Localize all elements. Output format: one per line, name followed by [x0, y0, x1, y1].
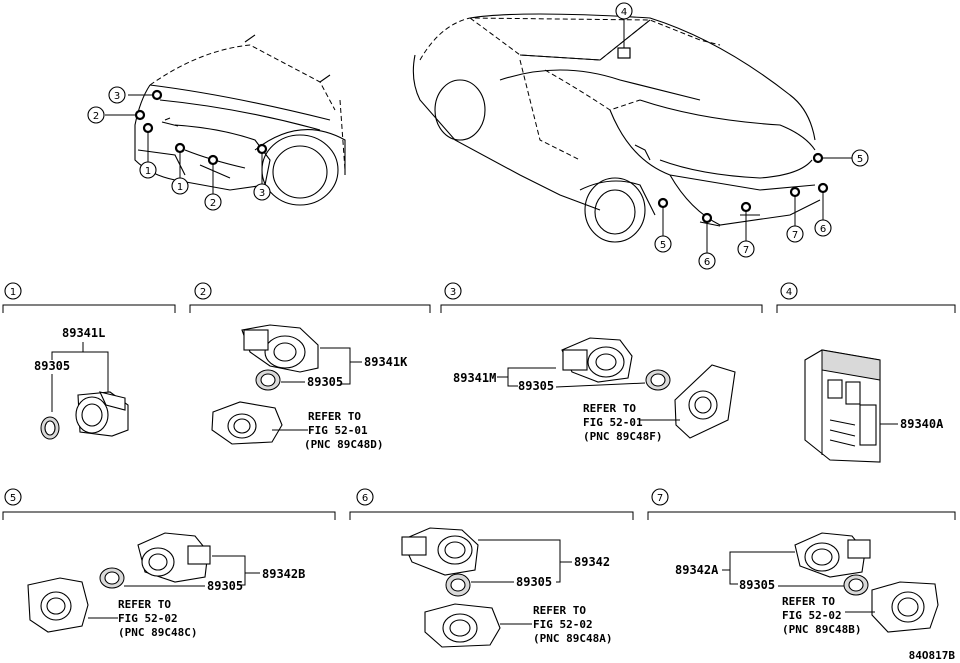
part-89341M-label: 89341M [453, 371, 496, 385]
section-6-badge [356, 488, 374, 506]
section-2-parts: 89341K 89305 REFER TO FIG 52-01 (PNC 89C… [211, 324, 408, 451]
rear-callouts: 4 5 5 6 7 7 6 [615, 2, 869, 270]
sensor-body [794, 532, 871, 578]
callout-5-side-label: 5 [660, 240, 666, 251]
callout-1-left-label: 1 [145, 166, 151, 177]
svg-text:(PNC 89C48F): (PNC 89C48F) [583, 430, 662, 443]
callout-5-right [851, 149, 869, 167]
callout-6-right [814, 219, 832, 237]
part-89305-label-5: 89305 [207, 579, 243, 593]
callout-2-center [204, 193, 222, 211]
sensor-body [137, 532, 211, 583]
callout-7-right [786, 225, 804, 243]
callout-7-center [737, 240, 755, 258]
section-6-parts: 89342 89305 REFER TO FIG 52-02 (PNC 89C4… [401, 527, 612, 648]
callout-1-center-label: 1 [177, 182, 183, 193]
section-5-badge [4, 488, 22, 506]
section-1-parts: 89341L 89305 [34, 326, 129, 440]
svg-text:(PNC 89C48C): (PNC 89C48C) [118, 626, 197, 639]
svg-text:7: 7 [657, 493, 663, 504]
part-89341K-label: 89341K [364, 355, 408, 369]
svg-text:2: 2 [200, 287, 206, 298]
part-89342B-label: 89342B [262, 567, 305, 581]
callout-3-top-label: 3 [114, 91, 120, 102]
callout-1-center [171, 177, 189, 195]
svg-text:REFER TO: REFER TO [308, 410, 361, 423]
front-car-illustration [134, 34, 346, 206]
callout-3-side-label: 3 [259, 188, 265, 199]
callout-6 [698, 252, 716, 270]
section-4-parts: 89340A [804, 349, 944, 463]
section-2-badge [194, 282, 212, 300]
sensor-bezel [674, 364, 736, 439]
callout-7-center-label: 7 [743, 245, 749, 256]
svg-text:FIG 52-02: FIG 52-02 [118, 612, 178, 625]
svg-text:(PNC 89C48B): (PNC 89C48B) [782, 623, 861, 636]
svg-text:REFER TO: REFER TO [583, 402, 636, 415]
svg-text:REFER TO: REFER TO [782, 595, 835, 608]
ecu-module [804, 349, 881, 463]
svg-text:(PNC 89C48A): (PNC 89C48A) [533, 632, 612, 645]
callout-2-center-label: 2 [210, 198, 216, 209]
section-5-parts: 89342B 89305 REFER TO FIG 52-02 (PNC 89C… [27, 532, 305, 639]
part-89342A-label: 89342A [675, 563, 719, 577]
part-89305-label-6: 89305 [516, 575, 552, 589]
part-89305-label-2: 89305 [307, 375, 343, 389]
part-89305-label-7: 89305 [739, 578, 775, 592]
section-headers: 1 2 3 4 5 6 7 [2, 282, 956, 520]
svg-text:5: 5 [10, 493, 16, 504]
figure-id: 84O817B [909, 649, 956, 662]
sensor-bezel [211, 401, 283, 445]
svg-text:FIG 52-01: FIG 52-01 [583, 416, 643, 429]
section-7-parts: 89342A 89305 REFER TO FIG 52-02 (PNC 89C… [675, 532, 939, 636]
callout-2-left-label: 2 [93, 111, 99, 122]
svg-text:FIG 52-02: FIG 52-02 [533, 618, 593, 631]
section-3-parts: 89341M 89305 REFER TO FIG 52-01 (PNC 89C… [453, 337, 736, 443]
section-7-badge [651, 488, 669, 506]
section-3-badge [444, 282, 462, 300]
rear-car-illustration [412, 13, 821, 243]
callout-5-side [654, 235, 672, 253]
section-1-badge [4, 282, 22, 300]
callout-2-left [87, 106, 105, 124]
callout-6-label: 6 [704, 257, 710, 268]
svg-text:(PNC 89C48D): (PNC 89C48D) [304, 438, 383, 451]
callout-5-right-label: 5 [857, 154, 863, 165]
svg-text:6: 6 [362, 493, 368, 504]
callout-4-label: 4 [621, 7, 627, 18]
svg-text:FIG 52-02: FIG 52-02 [782, 609, 842, 622]
callout-3-side [253, 183, 271, 201]
svg-text:3: 3 [450, 287, 456, 298]
sensor-body [75, 391, 129, 437]
callout-1-left [139, 161, 157, 179]
sensor-bezel [424, 603, 501, 648]
sensor-bezel [27, 577, 89, 633]
callout-7-right-label: 7 [792, 230, 798, 241]
svg-text:1: 1 [10, 287, 16, 298]
callout-6-right-label: 6 [820, 224, 826, 235]
part-89340A-label: 89340A [900, 417, 944, 431]
sensor-body [561, 337, 633, 383]
front-callouts: 3 2 1 1 2 3 [87, 86, 271, 211]
callout-3-top [108, 86, 126, 104]
part-89305-label-1: 89305 [34, 359, 70, 373]
sensor-body [401, 527, 479, 576]
part-89341L-label: 89341L [62, 326, 105, 340]
svg-text:4: 4 [786, 287, 792, 298]
part-89305-label-3: 89305 [518, 379, 554, 393]
sensor-body [241, 324, 319, 373]
svg-text:FIG 52-01: FIG 52-01 [308, 424, 368, 437]
svg-text:REFER TO: REFER TO [118, 598, 171, 611]
sensor-bezel [871, 581, 939, 633]
section-4-badge [780, 282, 798, 300]
svg-text:REFER TO: REFER TO [533, 604, 586, 617]
part-89342-label: 89342 [574, 555, 610, 569]
